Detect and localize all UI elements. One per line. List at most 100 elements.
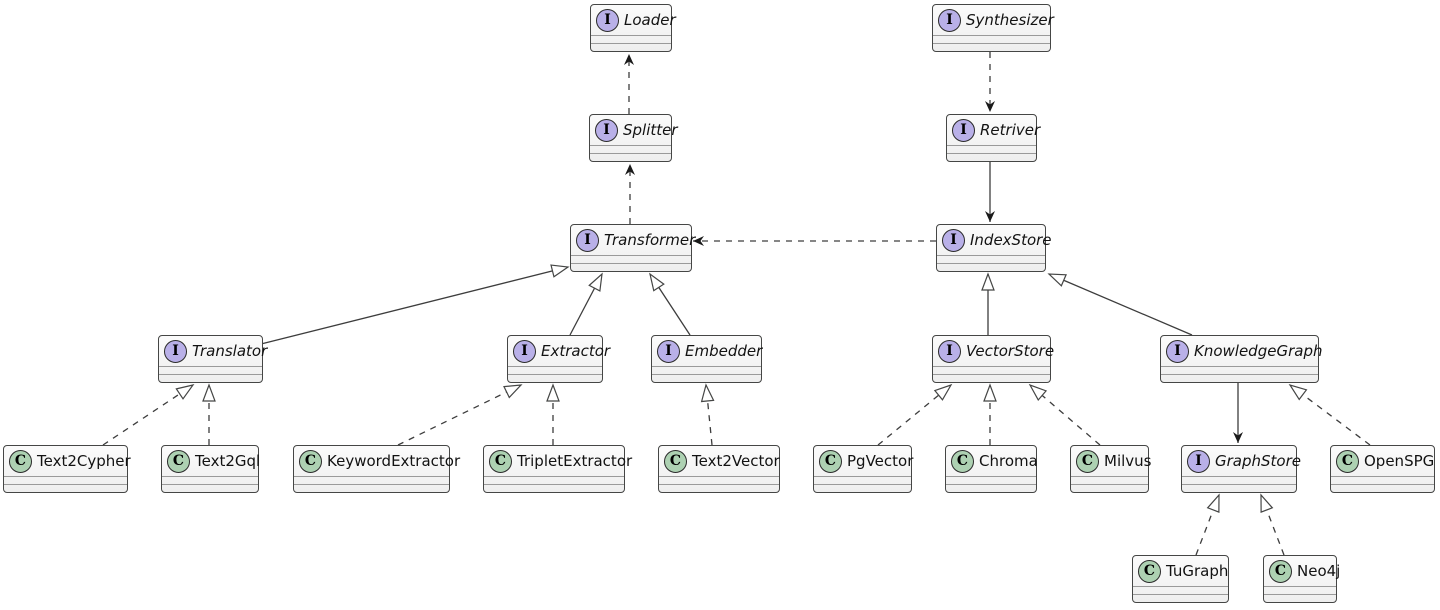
node-title: I Translator (159, 336, 267, 366)
node-label: KnowledgeGraph (1194, 342, 1323, 360)
methods-compartment (1161, 374, 1318, 383)
interface-badge-icon: I (595, 118, 618, 142)
fields-compartment (1161, 366, 1318, 374)
interface-badge-icon: I (938, 8, 961, 32)
methods-compartment (1264, 594, 1336, 603)
methods-compartment (4, 484, 127, 493)
interface-badge-icon: I (576, 228, 599, 252)
node-label: OpenSPG (1364, 452, 1435, 470)
edge-neo4j-graphstore (1260, 493, 1285, 556)
fields-compartment (294, 476, 449, 484)
class-badge-icon: C (9, 449, 32, 473)
node-keywordextractor: C KeywordExtractor (293, 445, 460, 493)
fields-compartment (591, 35, 671, 43)
edge-pgvector-vectorstore (877, 383, 953, 446)
methods-compartment (1182, 484, 1296, 493)
methods-compartment (1071, 484, 1148, 493)
node-tripletextractor: C TripletExtractor (483, 445, 632, 493)
node-label: Translator (192, 342, 268, 360)
node-title: I KnowledgeGraph (1161, 336, 1322, 366)
class-badge-icon: C (1336, 449, 1359, 473)
methods-compartment (659, 484, 779, 493)
node-title: I Synthesizer (933, 5, 1054, 35)
node-title: I Retriver (947, 115, 1040, 145)
methods-compartment (484, 484, 624, 493)
node-title: C Chroma (946, 446, 1038, 476)
fields-compartment (659, 476, 779, 484)
node-label: KeywordExtractor (327, 452, 461, 470)
node-label: Chroma (979, 452, 1038, 470)
node-label: Splitter (623, 121, 678, 139)
methods-compartment (946, 484, 1036, 493)
node-label: Transformer (604, 231, 696, 249)
fields-compartment (947, 145, 1036, 153)
node-title: C TuGraph (1133, 556, 1228, 586)
node-title: C Text2Cypher (4, 446, 131, 476)
methods-compartment (814, 484, 911, 493)
node-title: C Text2Vector (659, 446, 780, 476)
node-extractor: I Extractor (507, 335, 610, 383)
node-openspg: C OpenSPG (1330, 445, 1435, 493)
class-badge-icon: C (1076, 449, 1099, 473)
interface-badge-icon: I (596, 8, 619, 32)
node-title: C Milvus (1071, 446, 1152, 476)
class-badge-icon: C (951, 449, 974, 473)
methods-compartment (590, 153, 671, 162)
interface-badge-icon: I (657, 339, 680, 363)
edge-milvus-vectorstore (1028, 383, 1101, 446)
methods-compartment (933, 43, 1050, 52)
node-label: TripletExtractor (517, 452, 633, 470)
node-label: GraphStore (1215, 452, 1301, 470)
node-label: VectorStore (966, 342, 1055, 360)
node-synthesizer: I Synthesizer (932, 4, 1054, 52)
node-label: IndexStore (970, 231, 1052, 249)
methods-compartment (571, 263, 691, 272)
node-label: Milvus (1104, 452, 1152, 470)
fields-compartment (652, 366, 761, 374)
node-translator: I Translator (158, 335, 267, 383)
node-loader: I Loader (590, 4, 676, 52)
fields-compartment (946, 476, 1036, 484)
edge-extractor-transformer (569, 272, 603, 336)
node-knowledgegraph: I KnowledgeGraph (1160, 335, 1322, 383)
node-label: Embedder (685, 342, 763, 360)
fields-compartment (1071, 476, 1148, 484)
node-label: Synthesizer (966, 11, 1054, 29)
fields-compartment (4, 476, 127, 484)
methods-compartment (652, 374, 761, 383)
fields-compartment (933, 35, 1050, 43)
node-embedder: I Embedder (651, 335, 762, 383)
methods-compartment (159, 374, 262, 383)
interface-badge-icon: I (942, 228, 965, 252)
fields-compartment (1182, 476, 1296, 484)
methods-compartment (294, 484, 449, 493)
node-label: Neo4j (1297, 562, 1341, 580)
node-title: C KeywordExtractor (294, 446, 460, 476)
interface-badge-icon: I (938, 339, 961, 363)
node-title: I Loader (591, 5, 676, 35)
node-neo4j: C Neo4j (1263, 555, 1341, 603)
class-badge-icon: C (819, 449, 842, 473)
node-title: C OpenSPG (1331, 446, 1434, 476)
node-vectorstore: I VectorStore (932, 335, 1055, 383)
class-badge-icon: C (489, 449, 512, 473)
node-graphstore: I GraphStore (1181, 445, 1301, 493)
interface-badge-icon: I (513, 339, 536, 363)
node-label: Retriver (980, 121, 1041, 139)
fields-compartment (571, 255, 691, 263)
interface-badge-icon: I (164, 339, 187, 363)
fields-compartment (937, 255, 1045, 263)
edge-tugraph-graphstore (1195, 493, 1220, 556)
class-badge-icon: C (1138, 559, 1161, 583)
methods-compartment (591, 43, 671, 52)
fields-compartment (159, 366, 262, 374)
node-splitter: I Splitter (589, 114, 678, 162)
node-text2vector: C Text2Vector (658, 445, 780, 493)
edge-text2vector-embedder (700, 383, 715, 446)
node-title: I Extractor (508, 336, 610, 366)
edge-embedder-transformer (649, 272, 691, 336)
class-badge-icon: C (1269, 559, 1292, 583)
class-badge-icon: C (664, 449, 687, 473)
edge-knowledgegraph-indexstore (1047, 273, 1193, 336)
